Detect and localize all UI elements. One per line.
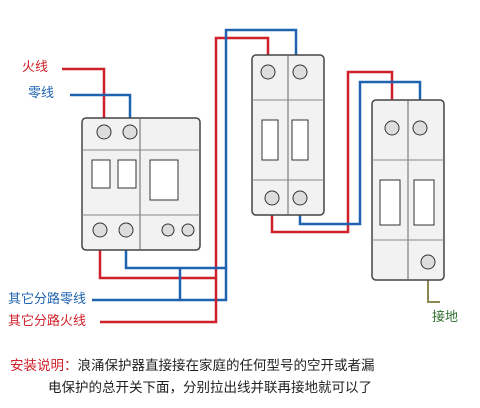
branch-neutral-label: 其它分路零线 [8,292,87,307]
note-text-2: 电保护的总开关下面，分别拉出线并联再接地就可以了 [48,380,372,396]
branch-neutral-wire [92,268,182,302]
incoming-live-wire [62,67,106,128]
branch-breaker [251,54,325,216]
live-label: 火线 [22,60,49,75]
ground-label: 接地 [432,310,459,325]
installation-note: 安装说明：浪涌保护器直接接在家庭的任何型号的空开或者漏 电保护的总开关下面，分别… [10,355,472,396]
note-text-1: 浪涌保护器直接接在家庭的任何型号的空开或者漏 [77,358,375,374]
branch-neutral-link [180,268,228,302]
branch-live-label: 其它分路火线 [8,314,87,329]
main-breaker [81,117,201,251]
note-title: 安装说明： [10,358,78,374]
incoming-neutral-wire [70,93,132,128]
surge-protector [371,99,445,281]
neutral-label: 零线 [28,86,55,101]
branch-live-wire [100,278,218,324]
note-line-1: 安装说明：浪涌保护器直接接在家庭的任何型号的空开或者漏 [10,355,472,377]
neutral-to-middle-breaker [124,28,298,270]
neutral-to-spd [298,80,422,226]
live-to-middle-breaker [98,36,270,280]
live-to-spd [270,70,394,234]
